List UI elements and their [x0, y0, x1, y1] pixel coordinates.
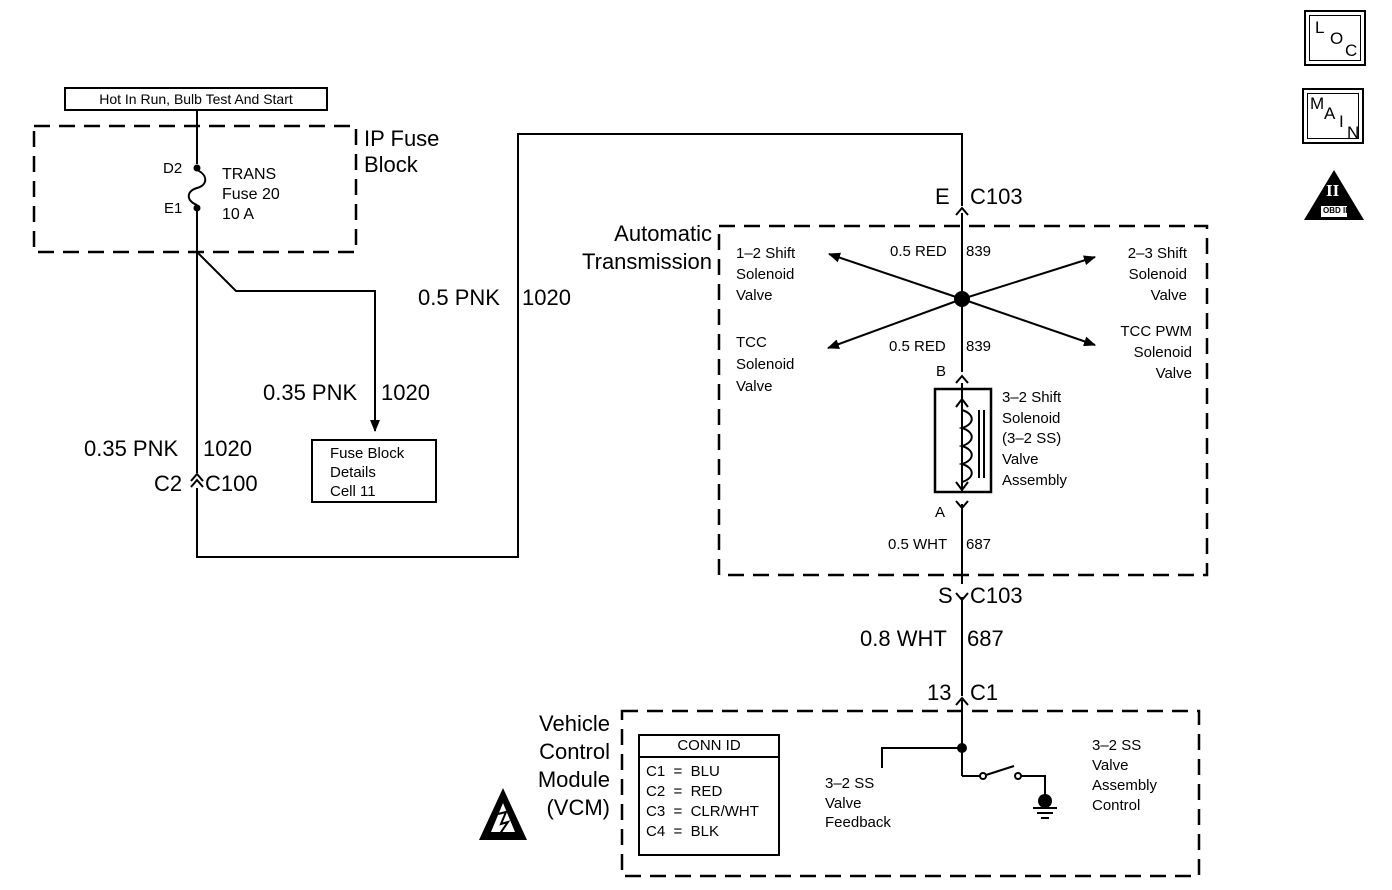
wire-w2-gauge: 0.35 PNK	[263, 380, 358, 405]
conn-id-row: C4 = BLK	[646, 823, 719, 840]
fuse-pin-e1: E1	[164, 200, 183, 217]
wire-w1-circuit: 1020	[522, 285, 571, 310]
wire-w7-circuit: 687	[967, 626, 1004, 651]
solenoid-arrow-bot	[955, 481, 969, 492]
conn-id-row: C2 = RED	[646, 783, 723, 800]
solenoid-tcc-label: TCC Solenoid Valve	[736, 334, 795, 396]
ip-fuse-block-title: IP Fuse Block	[364, 126, 440, 178]
wire-to-tcc-pwm	[961, 298, 1096, 347]
vcm-outline	[620, 709, 1201, 878]
solenoid-12-shift-label: 1–2 Shift Solenoid Valve	[736, 245, 796, 304]
fuse-details-wire	[196, 251, 380, 432]
a-pin: A	[935, 504, 946, 521]
power-source-text: Hot In Run, Bulb Test And Start	[99, 91, 293, 107]
esd-warning-icon	[479, 788, 527, 840]
fuse-terminal-e1	[193, 204, 201, 212]
c100-connector-symbol-2	[190, 478, 204, 488]
switch-contact-2	[1014, 772, 1022, 780]
wire-w3-gauge: 0.35 PNK	[84, 436, 179, 461]
valve-control-label: 3–2 SS Valve Assembly Control	[1092, 737, 1158, 814]
c103-s-pin: S	[938, 583, 953, 608]
c103-e-pin: E	[935, 184, 950, 209]
wire-w5-gauge: 0.5 RED	[889, 338, 946, 355]
conn-id-row: C1 = BLU	[646, 763, 720, 780]
valve-feedback-label: 3–2 SS Valve Feedback	[825, 775, 891, 831]
transmission-title: Automatic Transmission	[582, 221, 712, 274]
wire-w2-circuit: 1020	[381, 380, 430, 405]
conn-id-table: CONN ID C1 = BLU C2 = RED C3 = CLR/WHT C…	[638, 734, 780, 856]
vcm-title: Vehicle Control Module (VCM)	[537, 711, 610, 820]
c100-name: C100	[205, 471, 258, 496]
ground-driver-icon	[1038, 794, 1052, 808]
fuse-pin-d2: D2	[163, 160, 183, 177]
wire-to-23-shift	[961, 255, 1096, 300]
splice-dot	[954, 291, 970, 307]
c103-e-name: C103	[970, 184, 1023, 209]
main-letter-m: M	[1310, 94, 1325, 113]
wire-w4-circuit: 839	[966, 243, 992, 260]
ip-fuse-block-outline	[32, 124, 358, 254]
wire-to-12-shift	[828, 252, 963, 300]
solenoid-coil	[958, 409, 973, 483]
loc-letter-l: L	[1315, 18, 1325, 37]
solenoid-tcc-pwm-label: TCC PWM Solenoid Valve	[1120, 323, 1192, 382]
c103-s-name: C103	[970, 583, 1023, 608]
b-pin: B	[936, 363, 947, 380]
wire-w7-gauge: 0.8 WHT	[860, 626, 947, 651]
loc-button[interactable]: L O C	[1304, 10, 1366, 66]
wire-w4-gauge: 0.5 RED	[890, 243, 947, 260]
main-letter-n: N	[1347, 123, 1360, 142]
switch-blade	[985, 765, 1015, 776]
c1-connector-symbol	[955, 696, 969, 706]
feedback-wire	[881, 747, 962, 768]
conn-id-row: C3 = CLR/WHT	[646, 803, 759, 820]
fuse-element	[187, 169, 207, 206]
fuse-label: TRANS Fuse 20 10 A	[222, 166, 280, 223]
c100-connector-symbol	[190, 472, 204, 482]
main-button[interactable]: M A I N	[1302, 88, 1364, 144]
main-letter-a: A	[1324, 104, 1336, 123]
switch-wire-out	[1021, 775, 1046, 795]
wire-w5-circuit: 839	[966, 338, 992, 355]
wire-w3-circuit: 1020	[203, 436, 252, 461]
c103-e-connector-symbol	[955, 206, 969, 216]
solenoid-32-shift-label: 3–2 Shift Solenoid (3–2 SS) Valve Assemb…	[1002, 389, 1068, 489]
wire-w6-circuit: 687	[966, 536, 992, 553]
fuse-block-details-link[interactable]: Fuse Block Details Cell 11	[311, 439, 437, 503]
loc-letter-c: C	[1345, 41, 1358, 60]
c1-name: C1	[970, 680, 999, 705]
obd-ii-icon	[1304, 170, 1364, 220]
solenoid-arrow-top	[955, 397, 969, 408]
c100-pin: C2	[154, 471, 183, 496]
wire-w6-gauge: 0.5 WHT	[888, 536, 948, 553]
loop-wire	[196, 133, 963, 558]
b-connector-symbol	[955, 374, 969, 384]
obd-ii-roman: II	[1326, 181, 1340, 200]
obd-ii-button[interactable]: II OBD II	[1302, 168, 1366, 224]
c1-pin: 13	[927, 680, 952, 705]
wire-to-tcc	[827, 298, 963, 349]
loc-letter-o: O	[1330, 29, 1344, 48]
conn-id-header: CONN ID	[640, 736, 778, 758]
switch-contact-1	[979, 772, 987, 780]
main-letter-i: I	[1339, 112, 1344, 131]
power-source-label: Hot In Run, Bulb Test And Start	[64, 87, 328, 111]
wire-w1-gauge: 0.5 PNK	[418, 285, 500, 310]
obd-ii-label: OBD II	[1323, 206, 1348, 215]
solenoid-23-shift-label: 2–3 Shift Solenoid Valve	[1127, 245, 1187, 304]
